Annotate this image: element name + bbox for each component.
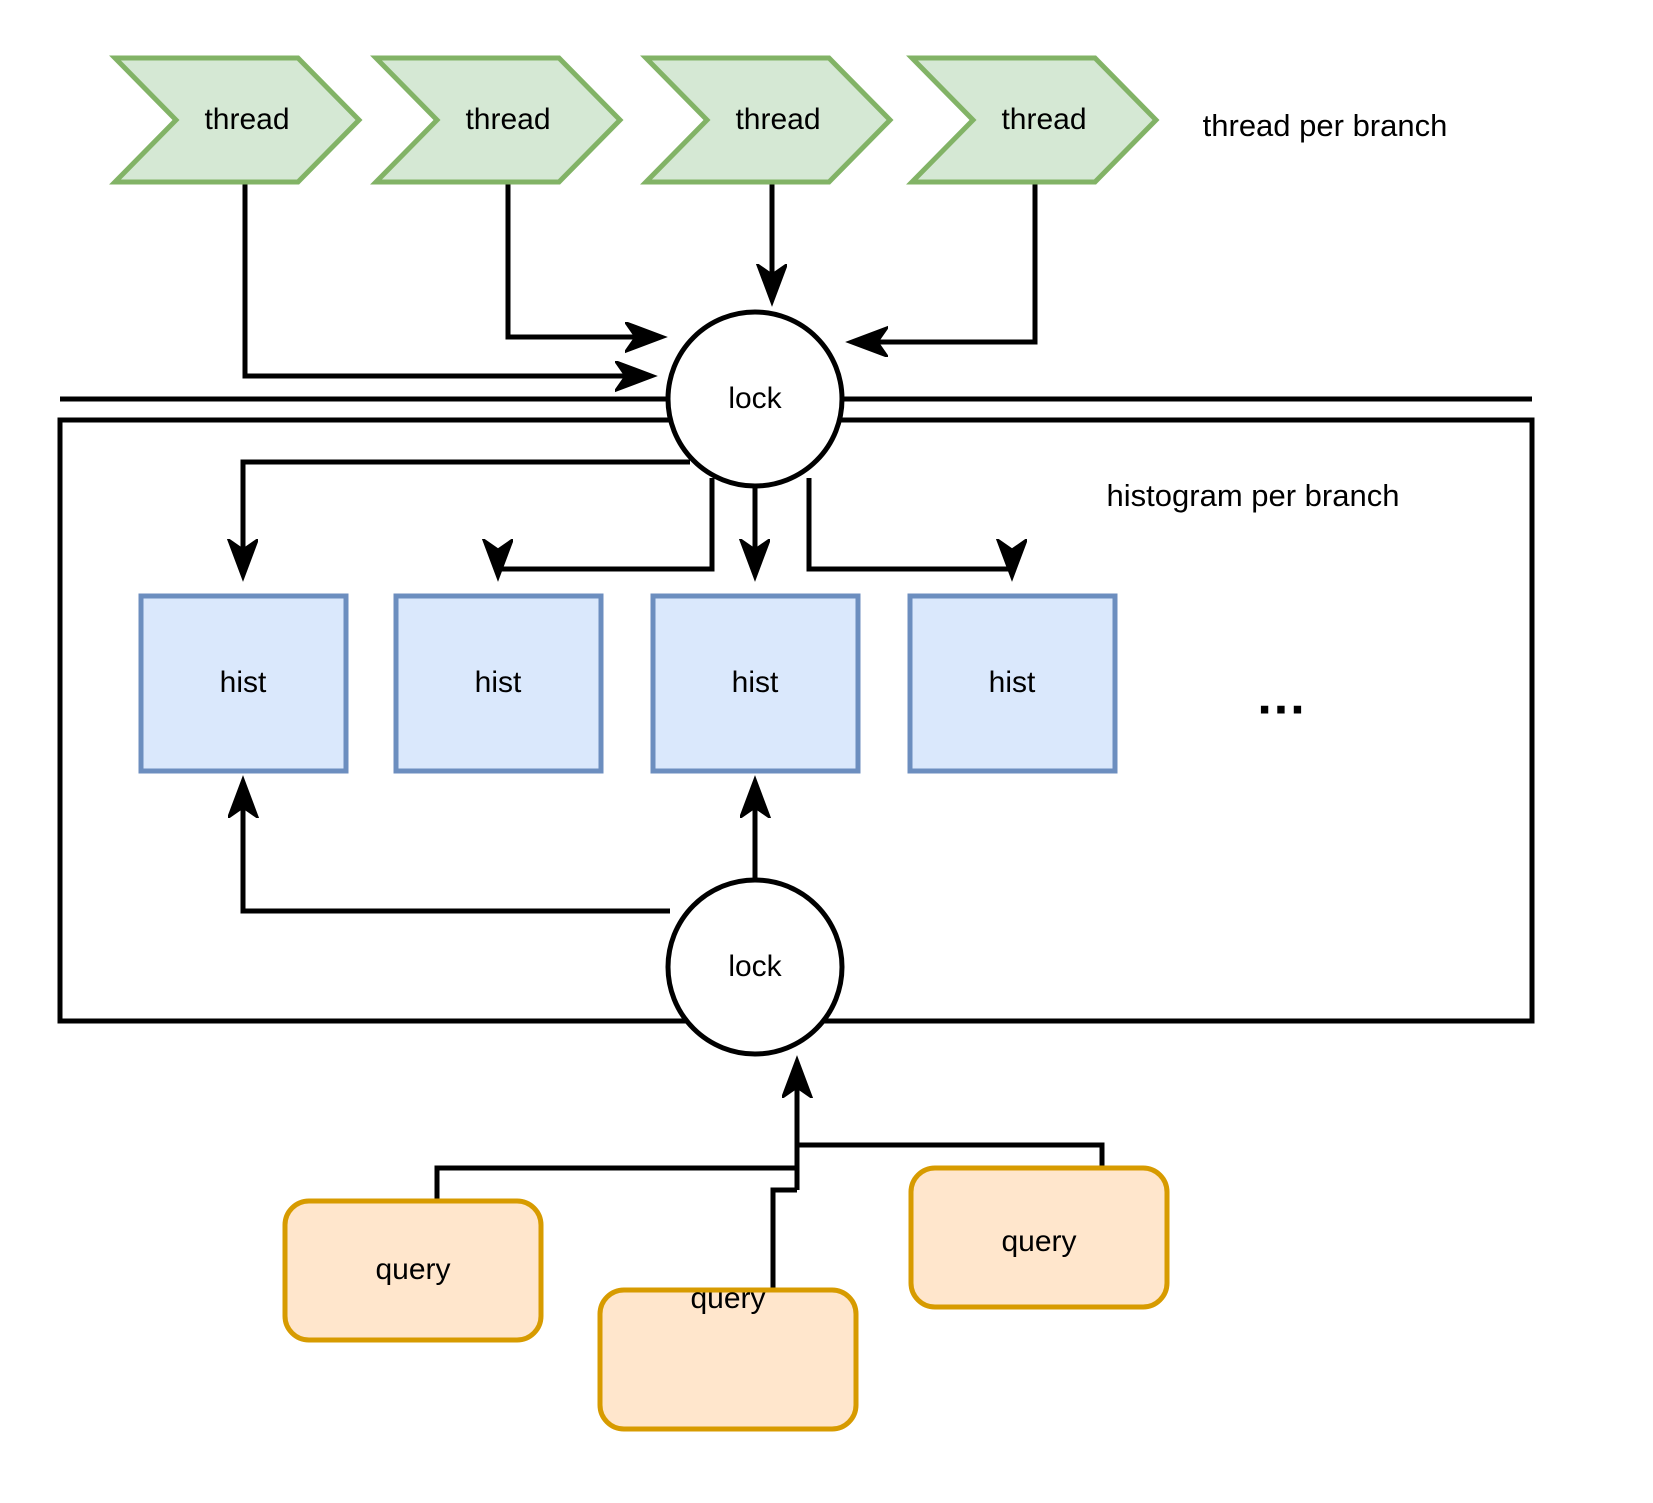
thread-1-shape[interactable] <box>109 55 363 185</box>
thread-1[interactable]: thread <box>109 55 363 185</box>
thread-2-shape[interactable] <box>370 55 624 185</box>
lock-bottom-shape[interactable] <box>665 877 845 1057</box>
edges-lock-container-rails <box>60 396 1532 1024</box>
thread-1-label: thread <box>204 103 289 136</box>
thread-4-label: thread <box>1001 103 1086 136</box>
hist-3-shape[interactable] <box>650 593 861 774</box>
edge-lock-to-hist1 <box>243 459 690 575</box>
thread-3-label: thread <box>735 103 820 136</box>
thread-3[interactable]: thread <box>640 55 894 185</box>
hist-1[interactable]: hist <box>138 593 349 774</box>
thread-4[interactable]: thread <box>906 55 1160 185</box>
query-2[interactable]: query <box>597 1282 859 1432</box>
thread-4-shape[interactable] <box>906 55 1160 185</box>
edge-query1-to-lock <box>434 1165 797 1201</box>
thread-2[interactable]: thread <box>370 55 624 185</box>
thread-per-branch-label: thread per branch <box>1203 108 1448 143</box>
thread-3-shape[interactable] <box>640 55 894 185</box>
hist-1-shape[interactable] <box>138 593 349 774</box>
query-1-shape[interactable] <box>282 1198 544 1343</box>
hist-3[interactable]: hist <box>650 593 861 774</box>
ellipsis-more-histograms: ... <box>1257 668 1306 726</box>
thread-2-label: thread <box>465 103 550 136</box>
edge-thread2-to-lock <box>505 182 661 337</box>
edge-hist1-to-lock <box>243 782 670 914</box>
hist-1-label: hist <box>220 666 267 699</box>
hist-4[interactable]: hist <box>907 593 1118 774</box>
edge-lock-to-hist2 <box>498 478 715 575</box>
query-2-label: query <box>690 1282 765 1315</box>
edge-lock-to-hist4 <box>806 478 1012 575</box>
edge-query2-to-lock <box>770 1187 797 1290</box>
edges-threads-to-lock <box>242 182 1038 376</box>
edges-queries-to-lock <box>434 1062 1105 1290</box>
lock-top[interactable]: lock <box>665 309 845 489</box>
edge-thread1-to-lock <box>242 182 651 376</box>
hist-2-label: hist <box>475 666 522 699</box>
lock-top-shape[interactable] <box>665 309 845 489</box>
lock-bottom[interactable]: lock <box>665 877 845 1057</box>
query-2-shape[interactable] <box>597 1287 859 1432</box>
edges-hists-to-lock <box>243 782 755 914</box>
hist-3-label: hist <box>732 666 779 699</box>
edge-query3-to-lock <box>797 1142 1105 1168</box>
query-3[interactable]: query <box>908 1165 1170 1310</box>
hist-4-shape[interactable] <box>907 593 1118 774</box>
query-1-label: query <box>375 1253 450 1286</box>
edges-lock-to-hists <box>243 459 1012 575</box>
query-3-label: query <box>1001 1225 1076 1258</box>
histogram-per-branch-label: histogram per branch <box>1107 478 1400 513</box>
query-1[interactable]: query <box>282 1198 544 1343</box>
lock-top-label: lock <box>728 382 782 415</box>
edge-thread4-to-lock <box>852 182 1038 342</box>
hist-2[interactable]: hist <box>393 593 604 774</box>
lock-bottom-label: lock <box>728 950 782 983</box>
query-3-shape[interactable] <box>908 1165 1170 1310</box>
hist-4-label: hist <box>989 666 1036 699</box>
hist-2-shape[interactable] <box>393 593 604 774</box>
